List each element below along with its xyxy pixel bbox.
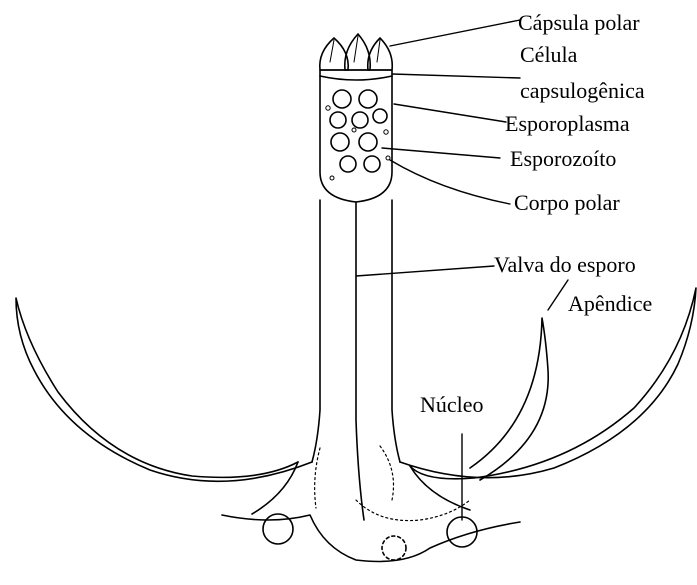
label-spore-valve: Valva do esporo (494, 254, 636, 276)
dotted-cell-borders (315, 446, 470, 521)
spore-valve-shaft (312, 200, 320, 462)
polar-capsules (320, 34, 392, 70)
label-nucleus: Núcleo (420, 394, 484, 416)
label-sporoplasm: Esporoplasma (505, 113, 630, 135)
spore-head-outline (320, 70, 392, 202)
label-polar-capsule: Cápsula polar (518, 12, 640, 34)
label-appendix: Apêndice (568, 293, 652, 315)
left-appendix (16, 298, 312, 481)
nucleus-left (263, 514, 293, 544)
label-capsulogenic-cell-line2: capsulogênica (520, 80, 645, 102)
suture-line (356, 202, 364, 520)
label-sporozoite: Esporozoíto (510, 148, 616, 170)
label-polar-body: Corpo polar (514, 192, 620, 214)
nucleus-center (382, 536, 406, 560)
spore-valve-shaft-right (392, 200, 400, 462)
sporozoites (330, 90, 387, 172)
polar-bodies (326, 106, 390, 180)
capsulogenic-cell-boundary (320, 76, 392, 80)
label-capsulogenic-cell-line1: Célula (520, 44, 577, 66)
